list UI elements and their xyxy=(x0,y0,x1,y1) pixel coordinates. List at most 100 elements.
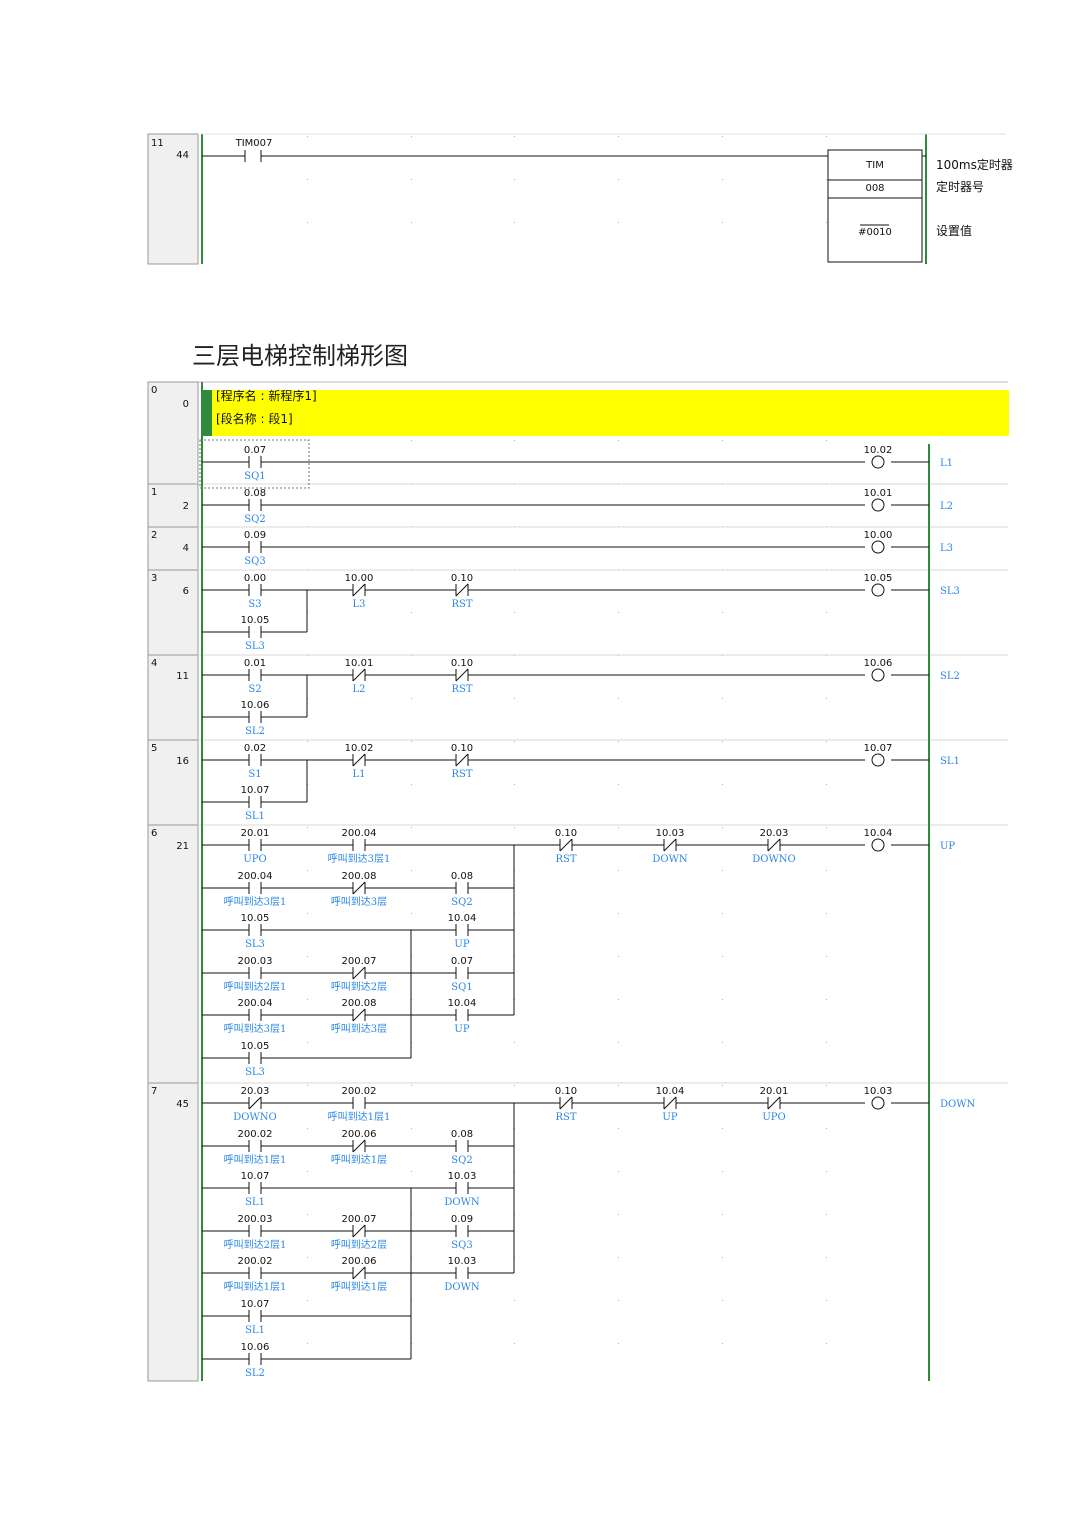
contact-address: 0.08 xyxy=(451,1129,473,1140)
contact-slash xyxy=(352,668,366,682)
coil-symbol-name: SL2 xyxy=(940,671,960,682)
contact-slash xyxy=(663,838,677,852)
rung-number: 2 xyxy=(151,530,157,541)
coil-symbol xyxy=(871,1096,885,1110)
wire-gap xyxy=(249,716,261,719)
contact-slash xyxy=(352,881,366,895)
contact-symbol-name: 呼叫到达3层 xyxy=(331,896,387,908)
contact-address: 10.04 xyxy=(448,998,477,1009)
grid-dot xyxy=(411,827,412,828)
page-title: 三层电梯控制梯形图 xyxy=(192,342,408,370)
contact-slash xyxy=(455,753,469,767)
contact-symbol-name: 呼叫到达1层 xyxy=(331,1281,387,1293)
contact-symbol-name: 呼叫到达3层1 xyxy=(224,1023,287,1035)
step-number: 2 xyxy=(183,501,189,512)
wire-gap xyxy=(249,1358,261,1361)
rung-gutter xyxy=(147,654,199,741)
wire-gap xyxy=(249,759,261,762)
grid-dot xyxy=(411,870,412,871)
grid-dot xyxy=(826,1257,827,1258)
contact-symbol-name: SL2 xyxy=(245,1368,265,1379)
contact-symbol-name: 呼叫到达2层 xyxy=(331,981,387,993)
rung-gutter xyxy=(147,483,199,528)
grid-dot xyxy=(722,1257,723,1258)
contact-address: 10.03 xyxy=(448,1171,477,1182)
wire-gap xyxy=(249,1272,261,1275)
grid-dot xyxy=(826,136,827,137)
contact-symbol-name: 呼叫到达1层1 xyxy=(328,1111,391,1123)
contact-address: 10.07 xyxy=(241,1171,270,1182)
step-number: 45 xyxy=(176,1099,189,1110)
contact-slash xyxy=(352,753,366,767)
grid-dot xyxy=(722,1214,723,1215)
contact-address: 10.03 xyxy=(656,828,685,839)
contact-address: 0.08 xyxy=(451,871,473,882)
contact-address: 10.05 xyxy=(241,1041,270,1052)
wire-gap xyxy=(249,504,261,507)
wire-gap xyxy=(456,1014,468,1017)
wire-gap xyxy=(456,972,468,975)
grid-dot xyxy=(826,913,827,914)
contact-symbol-name: S3 xyxy=(248,599,261,610)
grid-dot xyxy=(826,741,827,742)
grid-dot xyxy=(411,1085,412,1086)
grid-dot xyxy=(618,999,619,1000)
coil-address: 10.01 xyxy=(864,488,893,499)
grid-dot xyxy=(514,136,515,137)
contact-address: 0.02 xyxy=(244,743,266,754)
contact-symbol-name: DOWN xyxy=(444,1197,479,1208)
timer-comment: 设置值 xyxy=(936,223,972,238)
contact-address: 10.04 xyxy=(448,913,477,924)
timer-op: TIM xyxy=(865,160,884,171)
coil-symbol-name: SL3 xyxy=(940,586,960,597)
coil-address: 10.07 xyxy=(864,743,893,754)
contact-symbol-name: 呼叫到达1层 xyxy=(331,1154,387,1166)
rung-number: 5 xyxy=(151,743,157,754)
contact-symbol-name: RST xyxy=(555,1112,576,1123)
coil-symbol-name: L3 xyxy=(940,543,953,554)
contact-address: 200.02 xyxy=(342,1086,377,1097)
contact-symbol-name: SQ3 xyxy=(451,1240,472,1251)
contact-symbol-name: 呼叫到达3层1 xyxy=(224,896,287,908)
grid-dot xyxy=(307,1300,308,1301)
grid-dot xyxy=(618,179,619,180)
wire-gap xyxy=(249,461,261,464)
contact-symbol-name: UP xyxy=(454,939,469,950)
grid-dot xyxy=(514,612,515,613)
timer-comment: 100ms定时器 xyxy=(936,157,1013,172)
rung-gutter xyxy=(147,824,199,1084)
grid-dot xyxy=(411,222,412,223)
contact-symbol-name: RST xyxy=(451,684,472,695)
program-name: [程序名 : 新程序1] xyxy=(216,388,317,403)
coil-symbol xyxy=(871,668,885,682)
grid-dot xyxy=(307,1171,308,1172)
wire-gap xyxy=(249,1187,261,1190)
coil-symbol xyxy=(871,838,885,852)
grid-dot xyxy=(618,136,619,137)
step-number: 44 xyxy=(176,150,189,161)
contact-address: 20.03 xyxy=(760,828,789,839)
wire-gap xyxy=(249,546,261,549)
contact-address: 0.09 xyxy=(451,1214,473,1225)
contact-symbol-name: 呼叫到达2层1 xyxy=(224,1239,287,1251)
contact-address: 200.06 xyxy=(342,1256,377,1267)
contact-address: 200.04 xyxy=(342,828,377,839)
grid-dot xyxy=(618,440,619,441)
contact-symbol-name: 呼叫到达3层 xyxy=(331,1023,387,1035)
grid-dot xyxy=(722,999,723,1000)
coil-symbol xyxy=(871,455,885,469)
timer-setvalue: #0010 xyxy=(858,227,892,238)
contact-address: 0.09 xyxy=(244,530,266,541)
contact-symbol-name: SL3 xyxy=(245,641,265,652)
coil-symbol-name: UP xyxy=(940,841,955,852)
wire-gap xyxy=(249,1014,261,1017)
rung-gutter xyxy=(147,526,199,571)
contact-symbol-name: SL3 xyxy=(245,1067,265,1078)
contact-symbol-name: DOWNO xyxy=(752,854,795,865)
wire-gap xyxy=(249,972,261,975)
coil-address: 10.02 xyxy=(864,445,893,456)
wire-gap xyxy=(456,1145,468,1148)
contact-address: 0.10 xyxy=(451,743,473,754)
grid-dot xyxy=(307,1214,308,1215)
